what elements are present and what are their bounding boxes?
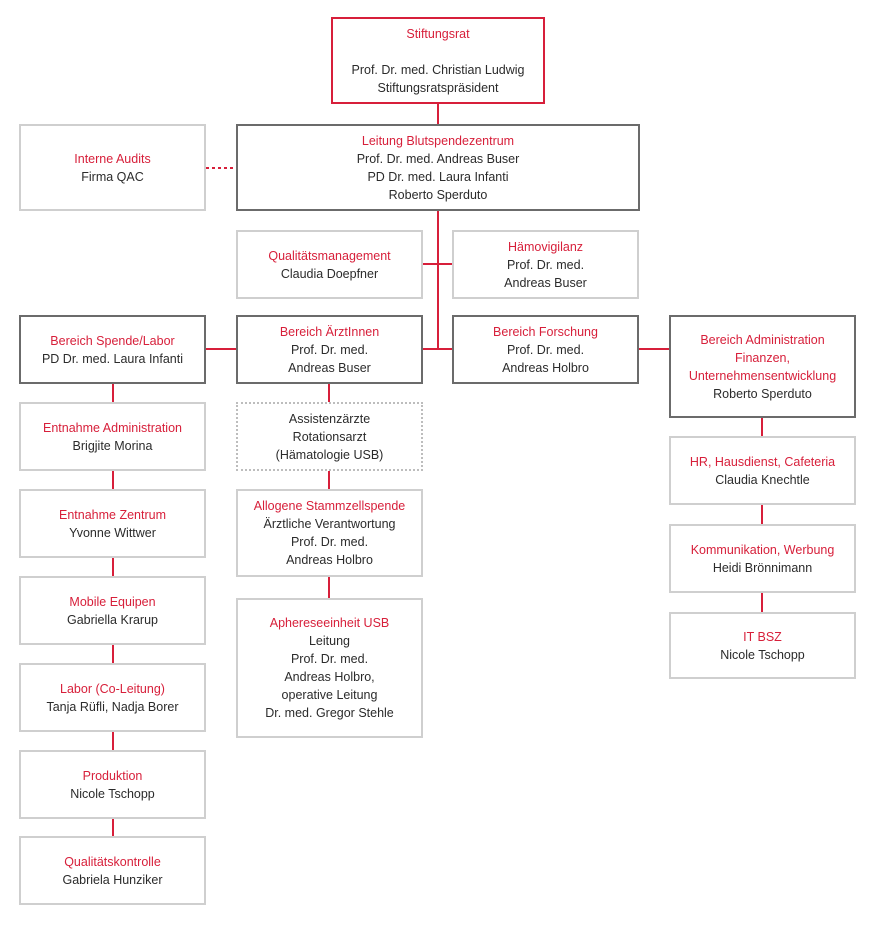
box-labor-title: Labor (Co-Leitung) <box>60 681 165 696</box>
box-entnahme-administration: Entnahme Administration Brigjite Morina <box>19 402 206 471</box>
box-produktion: Produktion Nicole Tschopp <box>19 750 206 819</box>
box-kommunikation: Kommunikation, Werbung Heidi Brönnimann <box>669 524 856 593</box>
box-haemovigilanz-line: Prof. Dr. med. <box>506 257 585 272</box>
box-apherese-line: Leitung <box>308 634 350 648</box>
box-leitung-line: Prof. Dr. med. Andreas Buser <box>356 151 520 166</box>
box-mobile-equipen-line: Gabriella Krarup <box>66 612 158 627</box>
box-allogene: Allogene Stammzellspende Ärztliche Veran… <box>236 489 423 577</box>
box-haemovigilanz: Hämovigilanz Prof. Dr. med. Andreas Buse… <box>452 230 639 299</box>
box-hr-title: HR, Hausdienst, Cafeteria <box>689 454 836 469</box>
box-bereich-aerztinnen-title: Bereich ÄrztInnen <box>279 324 380 339</box>
box-apherese-line: operative Leitung <box>281 688 378 702</box>
box-it-bsz-line: Nicole Tschopp <box>720 647 805 662</box>
box-assistenzaerzte-line: Assistenzärzte <box>288 411 371 426</box>
box-bereich-aerztinnen-line: Prof. Dr. med. <box>290 342 369 357</box>
box-produktion-title: Produktion <box>82 768 143 783</box>
box-kommunikation-title: Kommunikation, Werbung <box>690 542 835 557</box>
box-bereich-administration-line: Roberto Sperduto <box>713 386 812 401</box>
box-bereich-forschung-title: Bereich Forschung <box>493 324 598 339</box>
box-labor-line: Tanja Rüfli, Nadja Borer <box>46 699 179 714</box>
box-bereich-aerztinnen: Bereich ÄrztInnen Prof. Dr. med. Andreas… <box>236 315 423 384</box>
box-entnahme-zentrum: Entnahme Zentrum Yvonne Wittwer <box>19 489 206 558</box>
box-apherese: Aphereseeinheit USB Leitung Prof. Dr. me… <box>236 598 423 738</box>
box-stiftungsrat: Stiftungsrat Prof. Dr. med. Christian Lu… <box>331 17 545 104</box>
box-assistenzaerzte-line: Rotationsarzt <box>292 429 367 444</box>
box-apherese-line: Dr. med. Gregor Stehle <box>265 706 394 720</box>
box-bereich-spende-labor: Bereich Spende/Labor PD Dr. med. Laura I… <box>19 315 206 384</box>
box-bereich-administration-title: Bereich Administration Finanzen, Unterne… <box>688 332 837 383</box>
box-qualitaetsmanagement-title: Qualitätsmanagement <box>268 248 391 263</box>
box-leitung-title: Leitung Blutspendezentrum <box>361 133 515 148</box>
box-haemovigilanz-line: Andreas Buser <box>504 275 587 290</box>
box-entnahme-zentrum-line: Yvonne Wittwer <box>69 525 156 540</box>
box-produktion-line: Nicole Tschopp <box>70 786 155 801</box>
box-hr: HR, Hausdienst, Cafeteria Claudia Knecht… <box>669 436 856 505</box>
box-qualitaetskontrolle: Qualitätskontrolle Gabriela Hunziker <box>19 836 206 905</box>
box-entnahme-administration-line: Brigjite Morina <box>72 438 153 453</box>
box-allogene-line: Andreas Holbro <box>286 553 373 567</box>
box-qualitaetsmanagement-line: Claudia Doepfner <box>280 266 379 281</box>
box-allogene-title: Allogene Stammzellspende <box>253 499 406 513</box>
box-mobile-equipen-title: Mobile Equipen <box>69 594 156 609</box>
box-bereich-spende-labor-line: PD Dr. med. Laura Infanti <box>41 351 184 366</box>
box-entnahme-zentrum-title: Entnahme Zentrum <box>59 507 166 522</box>
box-apherese-line: Prof. Dr. med. <box>290 652 369 666</box>
box-bereich-forschung: Bereich Forschung Prof. Dr. med. Andreas… <box>452 315 639 384</box>
box-it-bsz: IT BSZ Nicole Tschopp <box>669 612 856 679</box>
box-interne-audits: Interne Audits Firma QAC <box>19 124 206 211</box>
box-allogene-line: Prof. Dr. med. <box>290 535 369 549</box>
box-mobile-equipen: Mobile Equipen Gabriella Krarup <box>19 576 206 645</box>
box-leitung: Leitung Blutspendezentrum Prof. Dr. med.… <box>236 124 640 211</box>
box-assistenzaerzte-line: (Hämatologie USB) <box>275 447 384 462</box>
box-bereich-administration: Bereich Administration Finanzen, Unterne… <box>669 315 856 418</box>
box-bereich-spende-labor-title: Bereich Spende/Labor <box>50 333 175 348</box>
box-bereich-forschung-line: Prof. Dr. med. <box>506 342 585 357</box>
box-kommunikation-line: Heidi Brönnimann <box>712 560 813 575</box>
box-it-bsz-title: IT BSZ <box>743 629 782 644</box>
box-apherese-title: Aphereseeinheit USB <box>269 616 390 630</box>
box-haemovigilanz-title: Hämovigilanz <box>507 239 584 254</box>
box-stiftungsrat-line: Stiftungsratspräsident <box>377 80 499 95</box>
box-apherese-line: Andreas Holbro, <box>284 670 375 684</box>
box-assistenzaerzte: Assistenzärzte Rotationsarzt (Hämatologi… <box>236 402 423 471</box>
box-bereich-aerztinnen-line: Andreas Buser <box>288 360 371 375</box>
box-stiftungsrat-title: Stiftungsrat <box>406 26 470 41</box>
box-stiftungsrat-line: Prof. Dr. med. Christian Ludwig <box>351 62 525 77</box>
box-qualitaetskontrolle-title: Qualitätskontrolle <box>64 854 161 869</box>
box-labor: Labor (Co-Leitung) Tanja Rüfli, Nadja Bo… <box>19 663 206 732</box>
box-leitung-line: Roberto Sperduto <box>388 187 488 202</box>
box-interne-audits-title: Interne Audits <box>74 151 151 166</box>
box-bereich-forschung-line: Andreas Holbro <box>502 360 589 375</box>
box-entnahme-administration-title: Entnahme Administration <box>43 420 182 435</box>
box-allogene-line: Ärztliche Verantwortung <box>263 517 396 531</box>
box-interne-audits-line: Firma QAC <box>81 169 144 184</box>
box-qualitaetskontrolle-line: Gabriela Hunziker <box>62 872 163 887</box>
box-hr-line: Claudia Knechtle <box>715 472 810 487</box>
box-leitung-line: PD Dr. med. Laura Infanti <box>367 169 509 184</box>
box-qualitaetsmanagement: Qualitätsmanagement Claudia Doepfner <box>236 230 423 299</box>
